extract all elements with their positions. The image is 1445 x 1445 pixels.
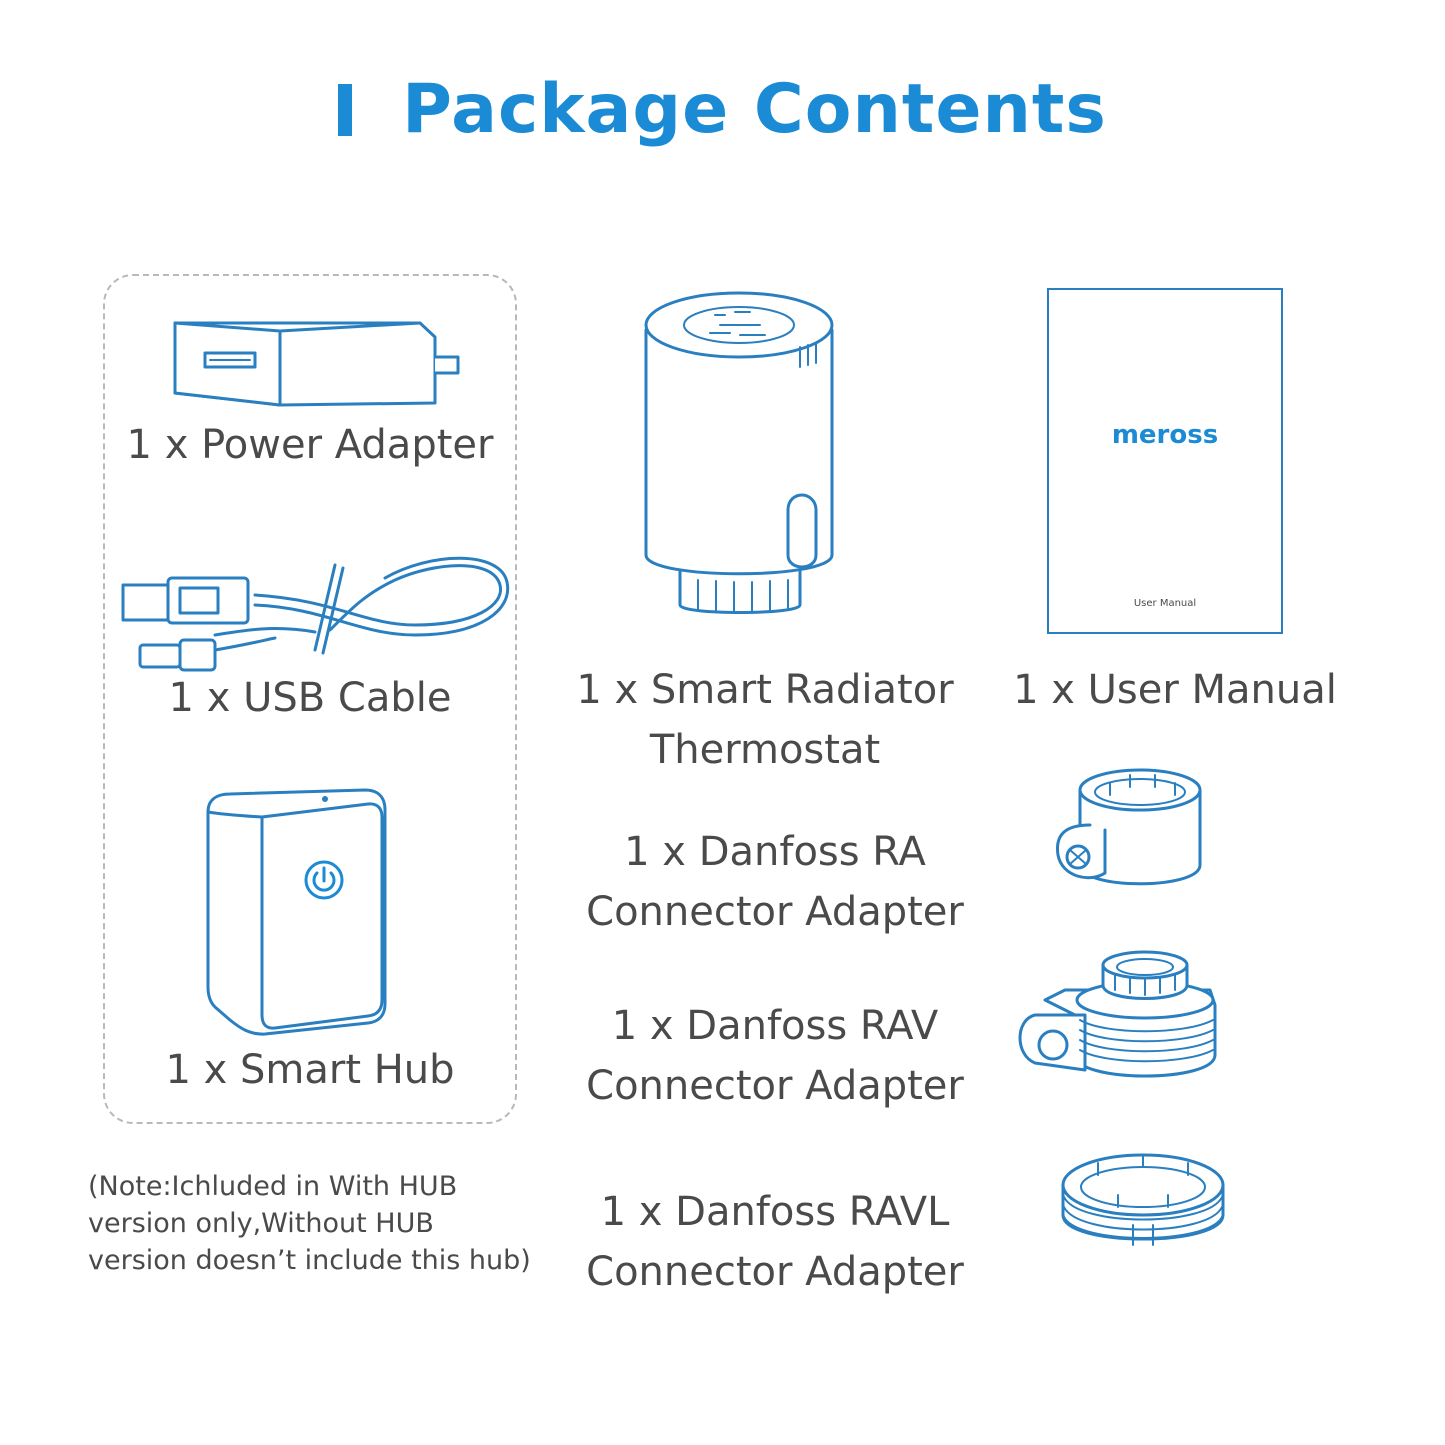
rav-adapter-icon xyxy=(1018,950,1217,1078)
user-manual-label: 1 x User Manual xyxy=(1013,667,1337,713)
power-icon xyxy=(304,860,344,900)
page-title-text: Package Contents xyxy=(402,70,1107,149)
hub-note-line-3: version doesn’t include this hub) xyxy=(88,1245,531,1276)
smart-hub-label: 1 x Smart Hub xyxy=(165,1047,455,1093)
hub-version-box xyxy=(103,274,517,1124)
user-manual-icon: meross User Manual xyxy=(1047,288,1283,634)
thermostat-label-line-2: Thermostat xyxy=(649,727,881,773)
thermostat-label-line-1: 1 x Smart Radiator xyxy=(576,667,954,713)
manual-caption: User Manual xyxy=(1133,598,1197,609)
title-accent-bar xyxy=(338,84,353,136)
ra-adapter-icon xyxy=(1055,768,1202,886)
hub-note-line-2: version only,Without HUB xyxy=(88,1208,434,1239)
ra-label-line-2: Connector Adapter xyxy=(586,889,964,935)
ra-label-line-1: 1 x Danfoss RA xyxy=(624,829,926,875)
rav-label-line-2: Connector Adapter xyxy=(586,1063,964,1109)
power-adapter-label: 1 x Power Adapter xyxy=(126,422,494,468)
usb-cable-label: 1 x USB Cable xyxy=(168,675,452,721)
hub-note-line-1: (Note:Ichluded in With HUB xyxy=(88,1171,458,1202)
ravl-label-line-1: 1 x Danfoss RAVL xyxy=(600,1189,950,1235)
ravl-label-line-2: Connector Adapter xyxy=(586,1249,964,1295)
page-title: Package Contents xyxy=(0,70,1445,149)
power-adapter-icon xyxy=(173,321,460,407)
usb-cable-icon xyxy=(121,556,510,672)
manual-brand-logo: meross xyxy=(1111,420,1219,450)
hub-note: (Note:Ichluded in With HUB version only,… xyxy=(88,1168,558,1279)
smart-hub-icon xyxy=(206,788,387,1036)
ravl-adapter-icon xyxy=(1061,1153,1225,1246)
rav-label-line-1: 1 x Danfoss RAV xyxy=(611,1003,939,1049)
thermostat-icon xyxy=(644,291,834,614)
